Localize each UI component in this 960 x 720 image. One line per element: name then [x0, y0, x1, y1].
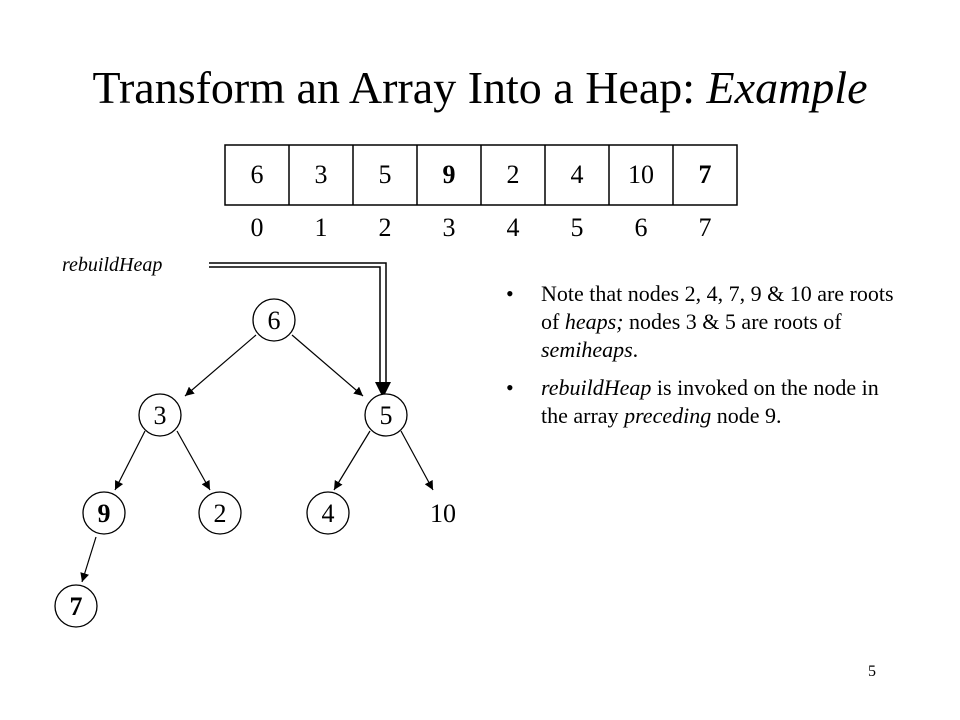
array-index: 5 — [571, 213, 584, 242]
tree-node-label: 3 — [154, 401, 167, 430]
array-cell-value: 9 — [443, 160, 456, 189]
tree-node: 4 — [306, 491, 350, 535]
tree-node-label: 4 — [322, 499, 335, 528]
array-index: 3 — [443, 213, 456, 242]
array-index: 0 — [251, 213, 264, 242]
note-text: is invoked on the node in the array — [541, 375, 879, 428]
array-index: 7 — [699, 213, 712, 242]
tree-node-circle — [252, 298, 296, 342]
rebuild-heap-arrow-inner — [209, 266, 381, 383]
array-cell-value: 4 — [571, 160, 584, 189]
tree-node-label: 6 — [268, 306, 281, 335]
rebuild-heap-arrow-outer — [209, 262, 387, 383]
tree-node: 3 — [138, 393, 182, 437]
slide-title: Transform an Array Into a Heap: Example — [0, 60, 960, 116]
page-number: 5 — [868, 663, 876, 680]
rebuild-heap-arrowhead — [375, 382, 391, 398]
note-emphasis: preceding — [624, 403, 712, 428]
title-main: Transform an Array Into a Heap: — [92, 62, 707, 113]
array-cell-value: 6 — [251, 160, 264, 189]
note-emphasis: heaps; — [564, 309, 624, 334]
tree-node: 7 — [54, 584, 98, 628]
note-emphasis: semiheaps — [541, 337, 633, 362]
note-text: nodes 3 & 5 are roots of — [623, 309, 842, 334]
tree-node-label: 7 — [70, 592, 83, 621]
tree-node-circle — [306, 491, 350, 535]
array-cell-value: 7 — [699, 160, 712, 189]
tree-node: 6 — [252, 298, 296, 342]
tree-edge — [80, 536, 97, 583]
tree-edge — [291, 334, 364, 397]
array-cell-value: 5 — [379, 160, 392, 189]
tree-node-label: 9 — [98, 499, 111, 528]
tree-node-circle — [198, 491, 242, 535]
array-index: 4 — [507, 213, 520, 242]
rebuild-heap-pointer: rebuildHeap — [62, 254, 391, 398]
note-text: . — [632, 337, 639, 362]
tree-node: 2 — [198, 491, 242, 535]
tree-node-circle — [138, 393, 182, 437]
bullet-dot: • — [506, 375, 514, 400]
tree-node-label: 5 — [380, 401, 393, 430]
tree-edge — [114, 430, 146, 491]
notes-list: • Note that nodes 2, 4, 7, 9 & 10 are ro… — [506, 280, 906, 440]
array-cell-value: 10 — [628, 160, 654, 189]
array-cell-value: 3 — [315, 160, 328, 189]
tree-edge — [176, 430, 211, 491]
tree-edge — [400, 430, 434, 491]
tree-node-circle — [54, 584, 98, 628]
note-text: Note that nodes 2, 4, 7, 9 & 10 are root… — [541, 281, 894, 334]
array: 6 3 5 9 2 4 10 7 0 1 2 3 4 5 6 7 — [224, 144, 738, 242]
array-index: 6 — [635, 213, 648, 242]
tree-edge — [184, 334, 257, 397]
title-emphasis: Example — [706, 62, 868, 113]
tree-edges — [80, 334, 434, 583]
note-text: node 9. — [711, 403, 782, 428]
array-index: 2 — [379, 213, 392, 242]
bullet-dot: • — [506, 281, 514, 306]
note-emphasis: rebuildHeap — [541, 375, 652, 400]
tree-node: 5 — [364, 393, 408, 437]
array-cell-value: 2 — [507, 160, 520, 189]
note-rebuild-heap: • rebuildHeap is invoked on the node in … — [506, 374, 906, 430]
tree-node-circle — [364, 393, 408, 437]
tree-node-label: 2 — [214, 499, 227, 528]
note-heaps: • Note that nodes 2, 4, 7, 9 & 10 are ro… — [506, 280, 906, 364]
tree-node: 9 — [82, 491, 126, 535]
tree-node-label: 10 — [430, 499, 456, 528]
tree-node: 10 — [430, 499, 456, 528]
array-index: 1 — [315, 213, 328, 242]
rebuild-heap-label: rebuildHeap — [62, 254, 162, 276]
tree-edge — [333, 430, 371, 491]
tree-node-circle — [82, 491, 126, 535]
